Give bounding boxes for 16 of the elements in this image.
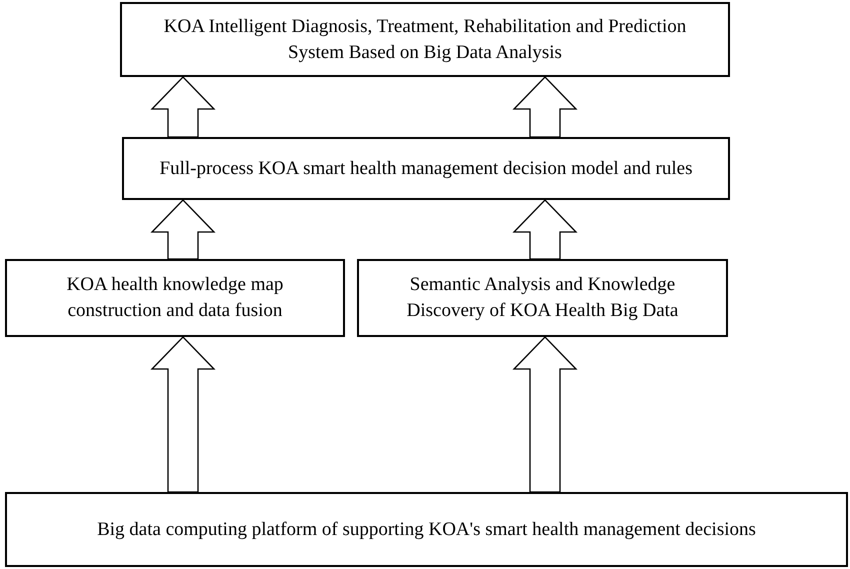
block-arrow: [150, 76, 216, 138]
box-text: Big data computing platform of supporting KOA's smart health management decisions: [97, 518, 756, 542]
block-arrow: [150, 336, 216, 493]
box-text: KOA health knowledge map construction and data fusion: [66, 273, 284, 323]
block-arrow: [512, 76, 578, 138]
process-box: [120, 2, 730, 77]
process-box: [122, 137, 730, 200]
block-arrow: [512, 336, 578, 493]
process-box: [357, 259, 728, 337]
process-box: [5, 492, 848, 567]
process-box: [5, 259, 345, 337]
block-arrow: [150, 199, 216, 260]
block-arrow: [512, 199, 578, 260]
box-text: KOA Intelligent Diagnosis, Treatment, Rehabilitation and Prediction System Based on Big Data Analysis: [162, 14, 688, 64]
box-text: Full-process KOA smart health management decision model and rules: [160, 156, 692, 180]
box-text: Semantic Analysis and Knowledge Discovery of KOA Health Big Data: [406, 273, 680, 323]
